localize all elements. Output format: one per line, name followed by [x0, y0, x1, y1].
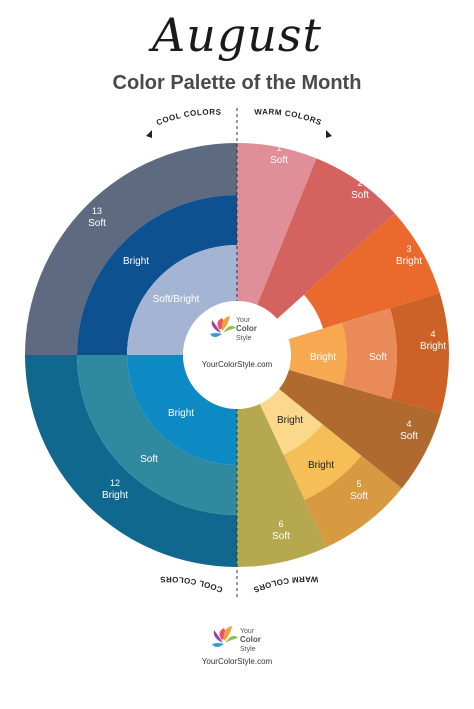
segment-label-cool-soft-mid: Soft: [140, 454, 158, 465]
segment-label-warm-bright-inner: Bright: [277, 415, 303, 426]
footer-url: YourColorStyle.com: [202, 657, 273, 666]
segment-number-warm-1-soft: 1: [276, 143, 281, 153]
segment-warm-bright-inner: [259, 388, 323, 455]
segment-cool-bright-mid: [77, 195, 237, 355]
segment-label-warm-4-bright-inner: Bright: [310, 352, 336, 363]
segment-warm-1-soft: [237, 143, 317, 305]
segment-warm-6-soft: [237, 403, 327, 567]
page-title: August: [151, 8, 322, 62]
footer-logo-color: Color: [240, 635, 261, 644]
arrow-right-icon: [326, 130, 332, 138]
arrow-left-icon: [146, 130, 152, 138]
center-logo-your: Your: [236, 317, 251, 324]
center-logo-color: Color: [236, 324, 257, 333]
center-logo-style: Style: [236, 335, 252, 342]
segment-warm-4-bright-inner: [288, 322, 347, 386]
segment-cool-soft-mid: [77, 355, 237, 515]
page-subtitle: Color Palette of the Month: [112, 72, 362, 94]
segment-number-warm-4-soft: 4: [406, 419, 411, 429]
segment-label-cool-13-soft: Soft: [88, 218, 106, 229]
segment-warm-4-bright: [390, 293, 449, 414]
segment-label-warm-4-soft-mid: Soft: [369, 352, 387, 363]
footer-logo-icon: [212, 626, 238, 647]
segment-label-warm-6-soft: Soft: [272, 531, 290, 542]
center-logo-icon: [210, 316, 236, 337]
segment-number-warm-4-bright: 4: [430, 329, 435, 339]
segment-label-cool-12-bright: Bright: [102, 490, 128, 501]
segment-number-cool-12-bright: 12: [110, 478, 120, 488]
segment-number-warm-5-soft: 5: [356, 479, 361, 489]
segment-label-warm-5-soft: Soft: [350, 491, 368, 502]
segment-cool-12-bright: [25, 355, 237, 567]
segment-cool-bright-inner: [127, 355, 237, 465]
segment-label-warm-5-bright: Bright: [308, 460, 334, 471]
segment-number-warm-2-soft: 2: [357, 178, 362, 188]
segment-number-cool-13-soft: 13: [92, 206, 102, 216]
segment-cool-13-soft: [25, 143, 237, 355]
center-brand: YourColorStyle.com: [202, 360, 273, 369]
footer-logo-your: Your: [240, 628, 255, 635]
segment-label-warm-4-soft: Soft: [400, 431, 418, 442]
segment-label-warm-1-soft: Soft: [270, 155, 288, 166]
segment-label-warm-2-soft: Soft: [351, 190, 369, 201]
segment-cool-softbright-inner: [127, 245, 237, 355]
segment-label-cool-bright-inner: Bright: [168, 408, 194, 419]
segment-number-warm-3-bright: 3: [406, 244, 411, 254]
segment-label-warm-4-bright: Bright: [420, 341, 446, 352]
segment-warm-3-bright: [303, 213, 440, 329]
center-circle: [183, 301, 291, 409]
segment-label-warm-3-bright: Bright: [396, 256, 422, 267]
segment-label-cool-bright-mid: Bright: [123, 256, 149, 267]
segment-number-warm-6-soft: 6: [278, 519, 283, 529]
segment-warm-4-soft: [278, 369, 441, 489]
segment-label-cool-softbright-inner: Soft/Bright: [153, 294, 200, 305]
segment-warm-2-soft: [257, 158, 395, 319]
footer-logo-style: Style: [240, 646, 256, 653]
